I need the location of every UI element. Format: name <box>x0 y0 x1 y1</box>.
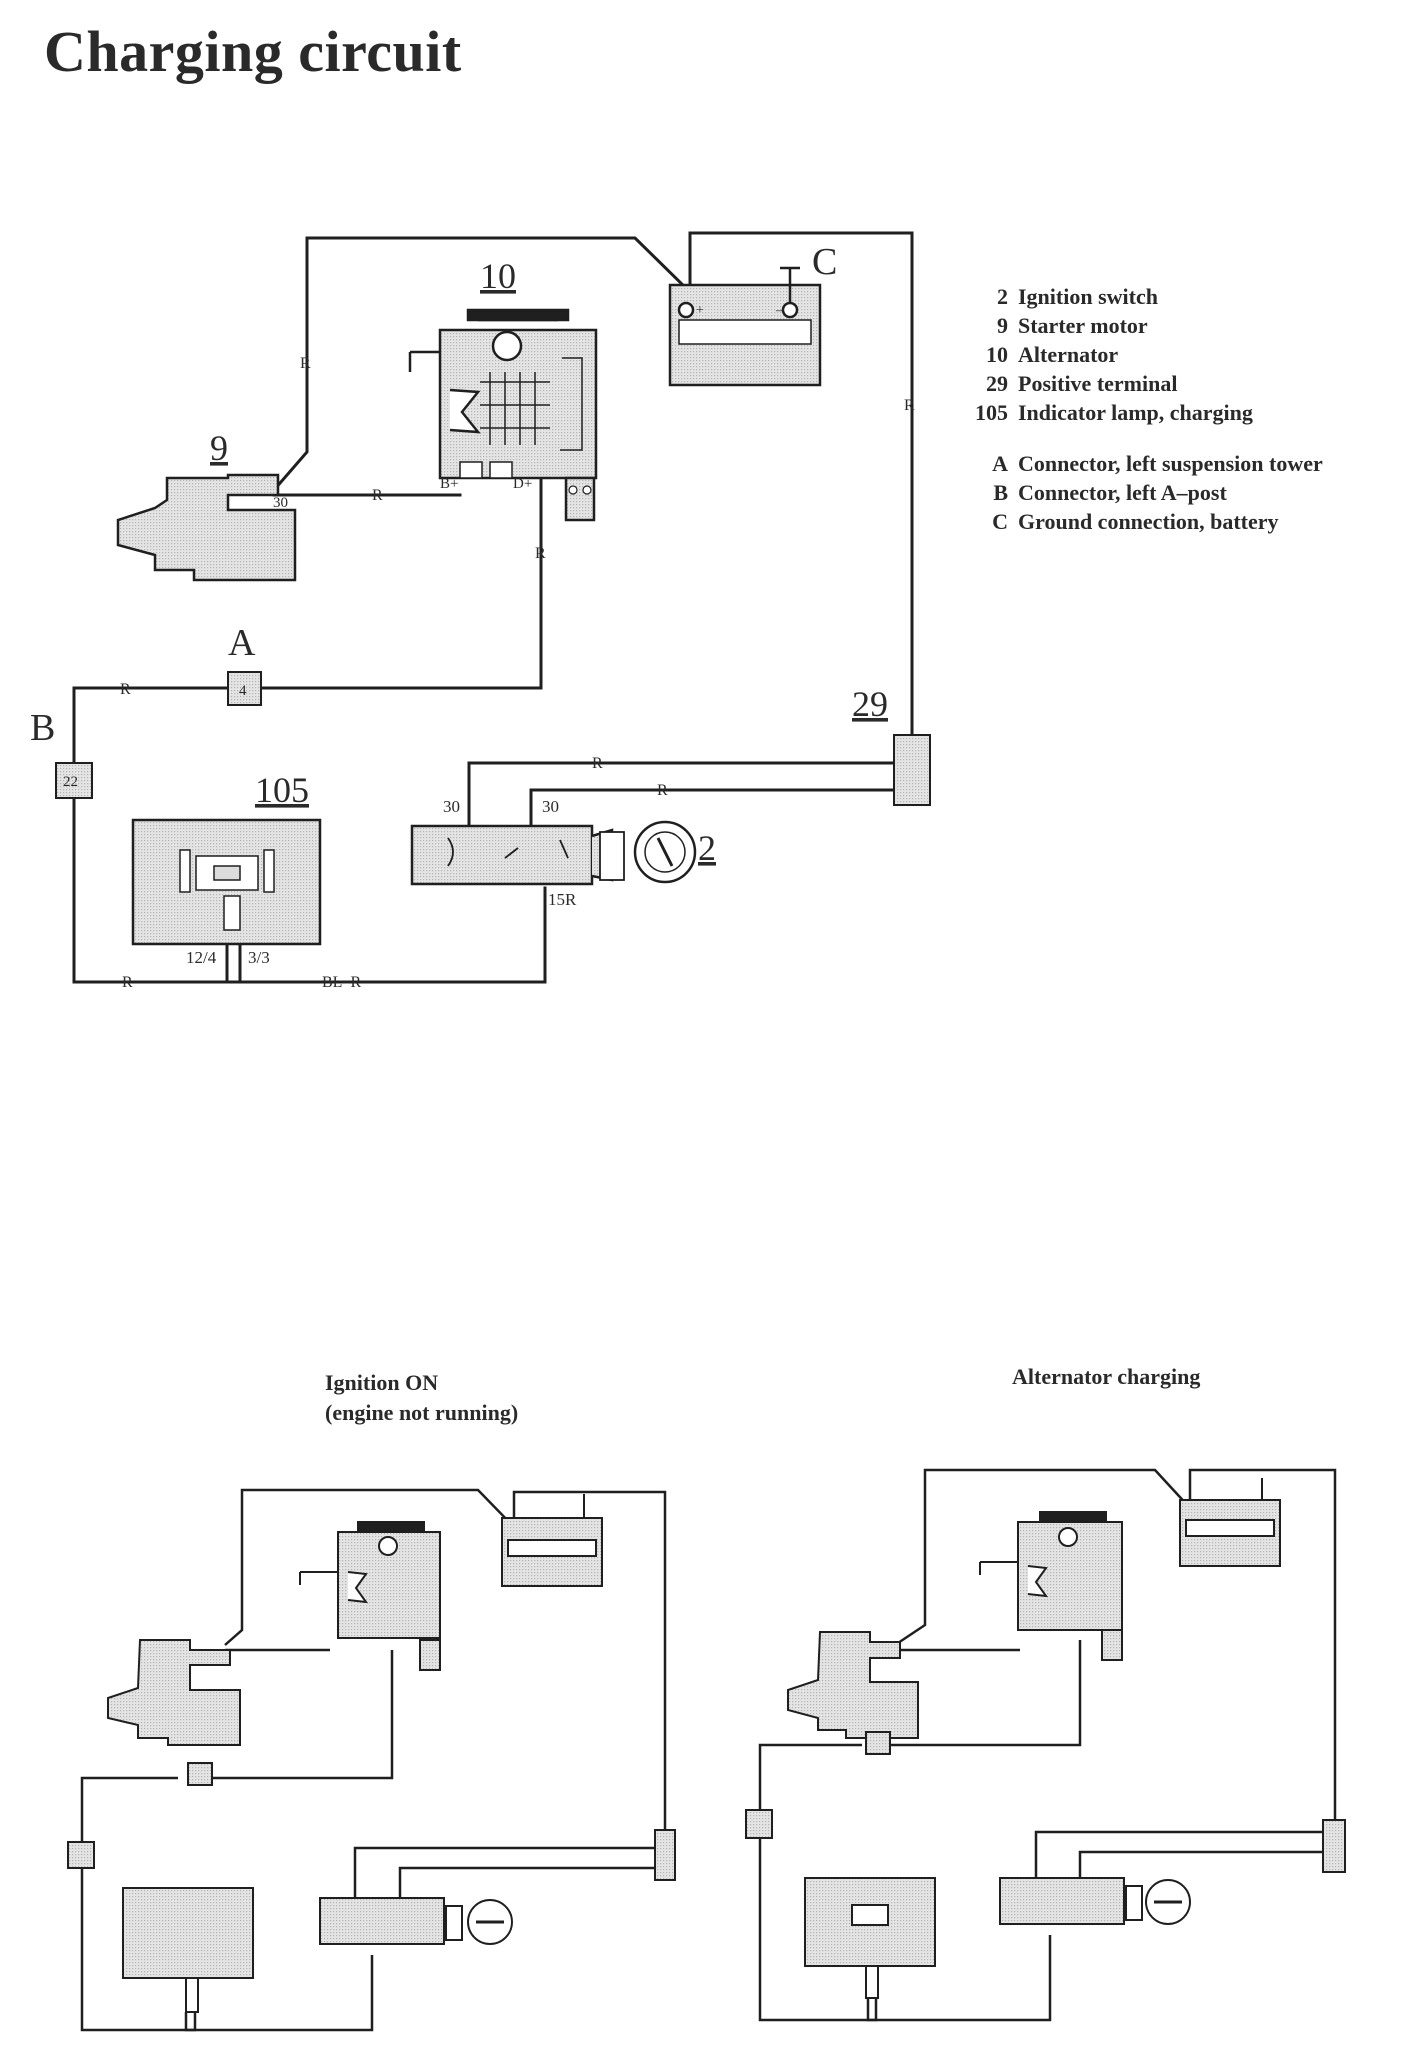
legend: 2 Ignition switch 9 Starter motor 10 Altern… <box>950 282 1323 536</box>
wire-switch-30-right <box>529 788 904 832</box>
connector-b-pin: 22 <box>63 774 78 790</box>
indicator-lamp-panel <box>131 818 322 946</box>
wire-color-starter-alt: R <box>372 487 383 504</box>
wire-switch-30-left <box>467 761 904 832</box>
connector-b-letter: B <box>30 707 55 749</box>
battery-minus: – <box>775 303 784 318</box>
connector-a-pin: 4 <box>239 683 247 699</box>
legend-text: Positive terminal <box>1018 371 1178 396</box>
terminal-switch-15r: 15R <box>548 890 577 909</box>
starter-number: 9 <box>210 428 228 468</box>
legend-item: A Connector, left suspension tower <box>950 449 1323 478</box>
lamp-pin-left: 12/4 <box>186 948 217 967</box>
terminal-b-plus: B+ <box>440 476 458 492</box>
legend-code: 105 <box>975 400 1008 425</box>
legend-code: A <box>992 451 1008 476</box>
battery <box>668 266 822 387</box>
diagram-ignition-on <box>67 1488 676 2032</box>
wire-color-switch-lower: R <box>657 782 668 799</box>
legend-item: 29 Positive terminal <box>950 369 1323 398</box>
wire-color-top-left: R <box>300 355 311 372</box>
legend-text: Ignition switch <box>1018 284 1158 309</box>
connector-a-box <box>227 671 262 706</box>
legend-code: 29 <box>986 371 1008 396</box>
legend-text: Connector, left suspension tower <box>1018 451 1323 476</box>
diagram-alternator-charging <box>745 1468 1346 2022</box>
legend-item: 105 Indicator lamp, charging <box>950 398 1323 427</box>
wire-color-bottom-left: R <box>122 974 133 991</box>
wire-connector-b-lamp <box>72 796 242 984</box>
alternator <box>408 308 598 522</box>
wire-color-switch-upper: R <box>592 755 603 772</box>
legend-text: Alternator <box>1018 342 1119 367</box>
legend-item: 10 Alternator <box>950 340 1323 369</box>
wire-starter-battery <box>271 236 693 493</box>
legend-text: Indicator lamp, charging <box>1018 400 1253 425</box>
legend-text: Connector, left A–post <box>1018 480 1227 505</box>
connector-c-letter: C <box>812 241 837 283</box>
wire-color-a-link: R <box>120 681 131 698</box>
alternator-number: 10 <box>480 256 516 296</box>
ignition-switch <box>410 820 697 886</box>
lamp-pin-right: 3/3 <box>248 948 270 967</box>
terminal-switch-30-right: 30 <box>542 797 559 816</box>
page-title: Charging circuit <box>44 19 462 84</box>
connector-b-box <box>55 762 93 799</box>
wire-color-alt-down: R <box>535 545 546 562</box>
terminal-starter-30: 30 <box>273 495 288 511</box>
positive-terminal-number: 29 <box>852 684 888 724</box>
caption-alternator-charging: Alternator charging <box>1012 1364 1201 1389</box>
battery-plus: + <box>696 303 704 318</box>
legend-code: B <box>993 480 1008 505</box>
connector-a-letter: A <box>228 622 256 664</box>
wire-lamp-switch <box>225 886 547 984</box>
caption-ignition-on-line2: (engine not running) <box>325 1400 519 1425</box>
legend-item: B Connector, left A–post <box>950 478 1323 507</box>
legend-item: 2 Ignition switch <box>950 282 1323 311</box>
starter-motor <box>116 473 297 582</box>
wire-dplus-connector-a <box>259 468 543 690</box>
wire-color-bottom-blr: BL–R <box>322 974 361 991</box>
caption-ignition-on-line1: Ignition ON <box>325 1370 439 1395</box>
legend-code: 10 <box>986 342 1008 367</box>
terminal-switch-30-left: 30 <box>443 797 460 816</box>
legend-item: 9 Starter motor <box>950 311 1323 340</box>
legend-code: 9 <box>997 313 1008 338</box>
caption-ignition-on: Ignition ON (engine not running) <box>325 1368 518 1428</box>
legend-code: 2 <box>997 284 1008 309</box>
legend-spacer <box>950 427 1323 449</box>
positive-terminal-box <box>893 734 931 806</box>
legend-text: Starter motor <box>1018 313 1148 338</box>
ignition-switch-number: 2 <box>698 828 716 868</box>
wire-connector-a-b <box>72 686 230 765</box>
main-labels: 10 9 105 29 2 C A B 4 22 + – B+ D+ 30 30… <box>30 241 915 991</box>
terminal-d-plus: D+ <box>513 476 532 492</box>
legend-text: Ground connection, battery <box>1018 509 1279 534</box>
wire-color-right-vertical: R <box>904 397 915 414</box>
lamp-number: 105 <box>255 770 309 810</box>
legend-code: C <box>992 509 1008 534</box>
main-wiring <box>72 231 914 984</box>
legend-item: C Ground connection, battery <box>950 507 1323 536</box>
